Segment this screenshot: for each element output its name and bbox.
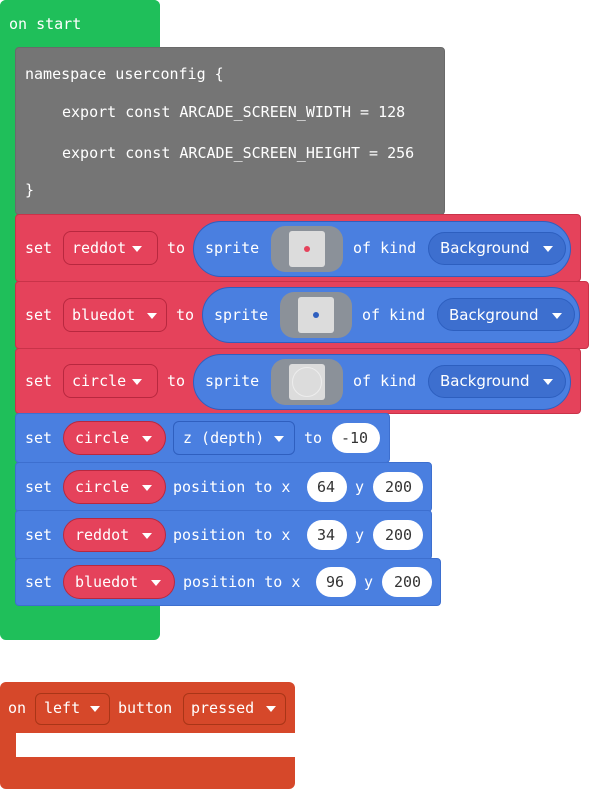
z-value: -10: [341, 429, 369, 447]
variable-name: circle: [72, 372, 127, 390]
chevron-down-icon: [142, 436, 152, 442]
variable-dropdown-reddot[interactable]: [63, 518, 166, 552]
x-value-input[interactable]: [316, 567, 356, 597]
of-kind-label: of kind: [362, 306, 426, 324]
x-value: 96: [326, 573, 345, 591]
blue-dot-icon: [313, 312, 319, 318]
namespace-code-block[interactable]: [15, 47, 445, 215]
button-value: left: [44, 699, 81, 717]
chevron-down-icon: [552, 313, 562, 319]
variable-dropdown-reddot[interactable]: [63, 231, 158, 265]
of-kind-label: of kind: [353, 372, 417, 390]
sprite-keyword: sprite: [205, 239, 260, 257]
set-keyword: set: [25, 429, 53, 447]
set-keyword: set: [25, 372, 53, 390]
namespace-line-4: }: [25, 181, 35, 199]
chevron-down-icon: [142, 533, 152, 539]
kind-value: Background: [440, 239, 530, 257]
chevron-down-icon: [132, 379, 142, 385]
kind-value: Background: [440, 372, 530, 390]
position-label: position to x: [173, 478, 291, 496]
kind-value: Background: [449, 306, 539, 324]
circle-outline-icon: [292, 367, 322, 397]
variable-name: bluedot: [72, 306, 136, 324]
action-dropdown[interactable]: [183, 693, 286, 725]
statement-slot: [16, 733, 295, 757]
namespace-line-3: export const ARCADE_SCREEN_HEIGHT = 256: [62, 144, 415, 162]
of-kind-label: of kind: [353, 239, 417, 257]
y-value: 200: [385, 526, 413, 544]
variable-dropdown-bluedot[interactable]: [63, 298, 167, 332]
y-value-input[interactable]: [373, 472, 423, 502]
button-label: button: [118, 699, 173, 717]
chevron-down-icon: [147, 313, 157, 319]
variable-name: bluedot: [75, 573, 139, 591]
variable-name: reddot: [72, 239, 127, 257]
property-value: z (depth): [183, 429, 265, 447]
set-keyword: set: [25, 526, 53, 544]
namespace-line-2: export const ARCADE_SCREEN_WIDTH = 128: [62, 103, 406, 121]
variable-name: circle: [75, 429, 130, 447]
y-value: 200: [394, 573, 422, 591]
y-value-input[interactable]: [373, 520, 423, 550]
on-start-label: on start: [9, 15, 82, 33]
chevron-down-icon: [142, 485, 152, 491]
variable-dropdown-circle[interactable]: [63, 364, 158, 398]
on-keyword: on: [8, 699, 27, 717]
chevron-down-icon: [266, 706, 276, 712]
on-start-header[interactable]: [0, 0, 160, 48]
chevron-down-icon: [543, 246, 553, 252]
to-keyword: to: [176, 306, 195, 324]
y-label: y: [355, 526, 365, 544]
kind-dropdown[interactable]: [428, 232, 566, 265]
chevron-down-icon: [90, 706, 100, 712]
y-value-input[interactable]: [382, 567, 432, 597]
position-label: position to x: [173, 526, 291, 544]
chevron-down-icon: [151, 580, 161, 586]
variable-name: circle: [75, 478, 130, 496]
set-keyword: set: [25, 478, 53, 496]
y-label: y: [355, 478, 365, 496]
x-value-input[interactable]: [307, 520, 347, 550]
to-keyword: to: [304, 429, 323, 447]
to-keyword: to: [167, 372, 186, 390]
red-dot-icon: [304, 246, 310, 252]
x-value-input[interactable]: [307, 472, 347, 502]
z-value-input[interactable]: [332, 423, 380, 453]
to-keyword: to: [167, 239, 186, 257]
sprite-keyword: sprite: [205, 372, 260, 390]
action-value: pressed: [191, 699, 255, 717]
y-label: y: [364, 573, 374, 591]
position-label: position to x: [183, 573, 301, 591]
sprite-keyword: sprite: [214, 306, 269, 324]
set-keyword: set: [25, 573, 53, 591]
variable-name: reddot: [75, 526, 130, 544]
set-keyword: set: [25, 239, 53, 257]
namespace-line-1: namespace userconfig {: [25, 65, 224, 83]
y-value: 200: [385, 478, 413, 496]
x-value: 34: [317, 526, 336, 544]
set-keyword: set: [25, 306, 53, 324]
kind-dropdown[interactable]: [437, 298, 575, 331]
chevron-down-icon: [543, 379, 553, 385]
chevron-down-icon: [132, 246, 142, 252]
chevron-down-icon: [274, 436, 284, 442]
x-value: 64: [317, 478, 336, 496]
